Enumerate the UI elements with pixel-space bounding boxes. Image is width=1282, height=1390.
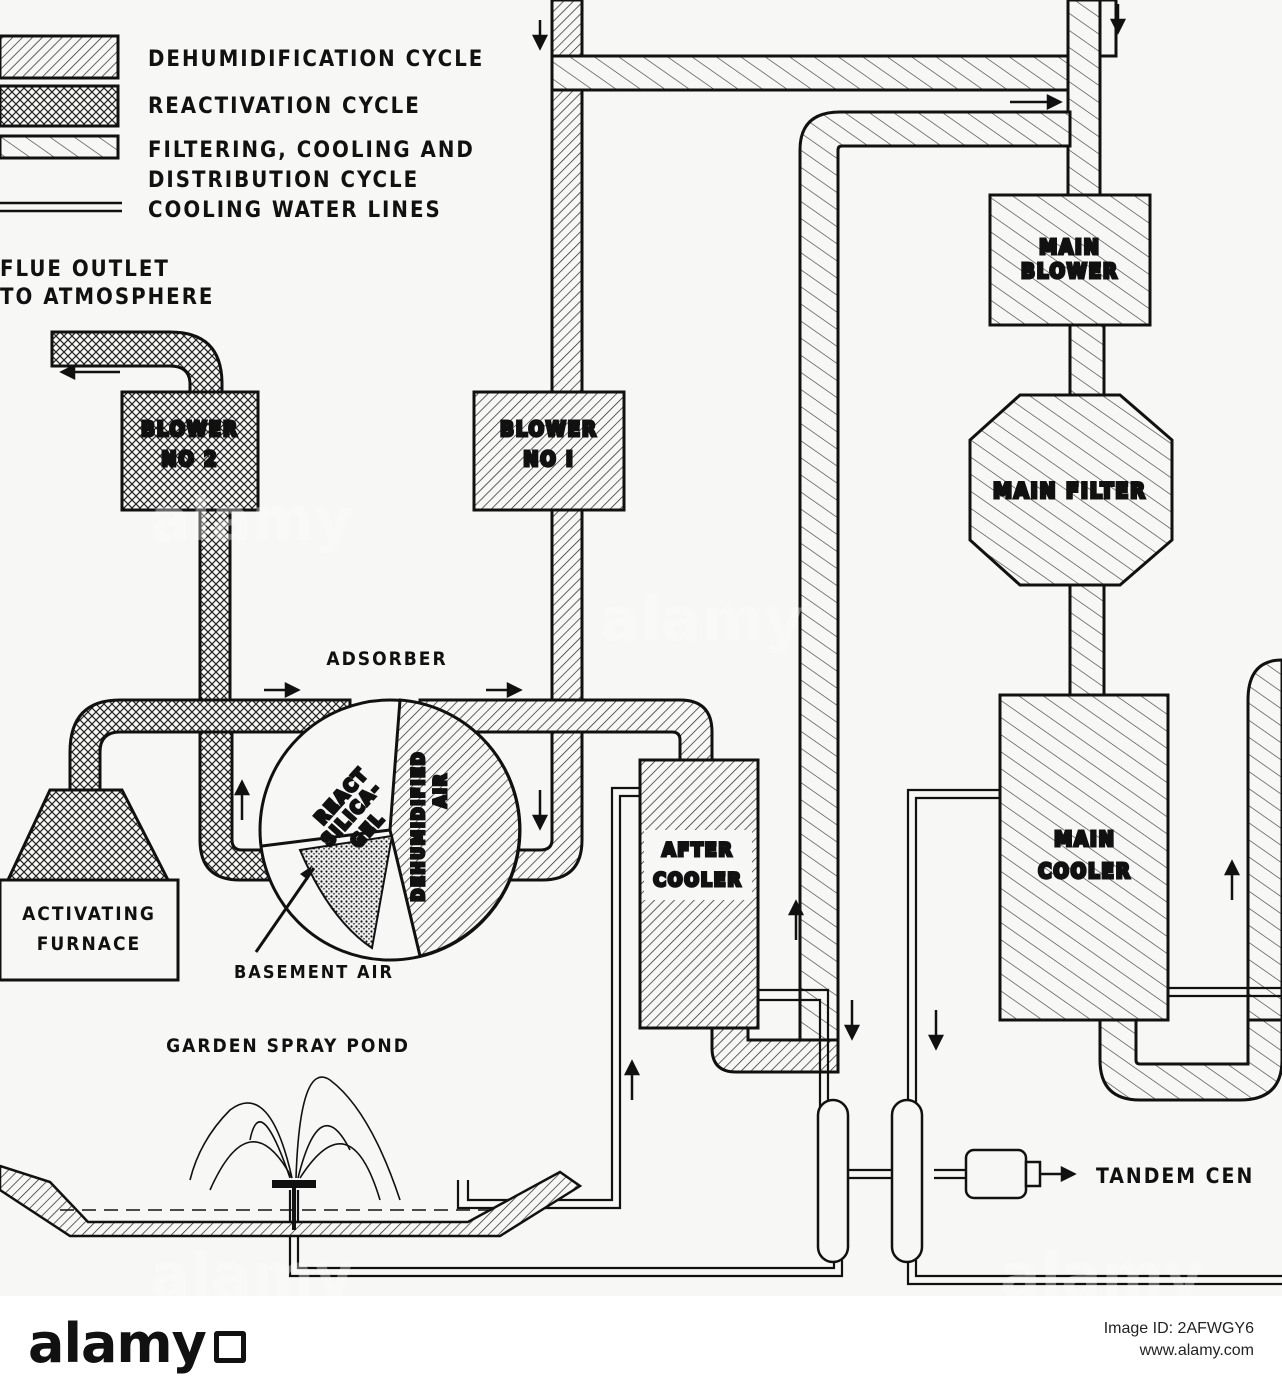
after-cooler-label-1: AFTER	[662, 839, 733, 861]
activating-furnace: ACTIVATING FURNACE	[0, 878, 180, 982]
flow-arrows	[233, 4, 1241, 900]
flue-arrow	[59, 363, 120, 381]
dehumidified-label-2: AIR	[431, 772, 451, 807]
main-cooler-box	[998, 693, 1170, 1022]
flue-label-1: FLUE OUTLET	[0, 257, 170, 282]
stock-footer-bar: alamy Image ID: 2AFWGY6 www.alamy.com	[0, 1296, 1282, 1390]
site-url-text[interactable]: www.alamy.com	[1139, 1342, 1254, 1359]
flue-label-2: TO ATMOSPHERE	[0, 285, 214, 310]
main-filter-label: MAIN FILTER	[993, 479, 1147, 503]
adsorber-label: ADSORBER	[326, 648, 447, 670]
main-equipment-column: MAIN BLOWER MAIN FILTER MAIN COOLER	[968, 193, 1282, 1102]
tandem-pumps	[816, 1098, 1077, 1264]
main-blower-box	[988, 193, 1152, 327]
alamy-logo[interactable]: alamy	[28, 1312, 246, 1375]
legend-filtering-line2: DISTRIBUTION CYCLE	[148, 168, 419, 193]
main-blower-label-2: BLOWER	[1021, 259, 1119, 283]
basement-air-label: BASEMENT AIR	[234, 962, 394, 983]
adsorber: REACT SILICA- GEL DEHUMIDIFIED AIR	[258, 698, 522, 962]
logo-square-icon	[213, 1331, 246, 1364]
dehumidified-label-1: DEHUMIDIFIED	[409, 751, 429, 902]
after-cooler-label-2: COOLER	[653, 869, 742, 891]
dehumidification-circuit: BLOWER NO I	[418, 390, 714, 882]
activating-furnace-label-2: FURNACE	[37, 933, 141, 955]
blower-no1-label-1: BLOWER	[500, 417, 598, 441]
blower-no2-label-2: NO 2	[161, 447, 218, 471]
legend-filtering-line1: FILTERING, COOLING AND	[148, 138, 475, 163]
legend-reactivation: REACTIVATION CYCLE	[148, 94, 421, 119]
main-cooler-label-2: COOLER	[1038, 859, 1131, 883]
after-cooler: AFTER COOLER	[638, 758, 840, 1074]
reactivation-circuit: BLOWER NO 2	[5, 330, 352, 882]
blower-no2-label-1: BLOWER	[141, 417, 239, 441]
basement-air-pointer	[254, 867, 316, 953]
main-blower-label-1: MAIN	[1039, 235, 1101, 259]
blower-no1-box	[472, 390, 626, 512]
legend: DEHUMIDIFICATION CYCLE REACTIVATION CYCL…	[0, 34, 484, 223]
legend-cooling-water: COOLING WATER LINES	[148, 198, 442, 223]
legend-dehumidification: DEHUMIDIFICATION CYCLE	[148, 47, 484, 72]
garden-pond-label: GARDEN SPRAY POND	[166, 1035, 410, 1057]
blower-no2-box	[120, 390, 260, 512]
water-arrows	[623, 899, 945, 1100]
air-conditioning-flow-diagram: DEHUMIDIFICATION CYCLE REACTIVATION CYCL…	[0, 0, 1282, 1286]
activating-furnace-label-1: ACTIVATING	[22, 903, 156, 925]
main-cooler-label-1: MAIN	[1054, 827, 1116, 851]
image-id-block: Image ID: 2AFWGY6 www.alamy.com	[1104, 1318, 1254, 1362]
garden-spray-pond: GARDEN SPRAY POND	[0, 1035, 583, 1238]
image-id-text: Image ID: 2AFWGY6	[1103, 1320, 1254, 1337]
tandem-label: TANDEM CEN	[1096, 1164, 1254, 1188]
main-filter-box	[968, 393, 1174, 587]
alamy-logo-text: alamy	[28, 1312, 207, 1375]
blower-no1-label-2: NO I	[523, 447, 574, 471]
